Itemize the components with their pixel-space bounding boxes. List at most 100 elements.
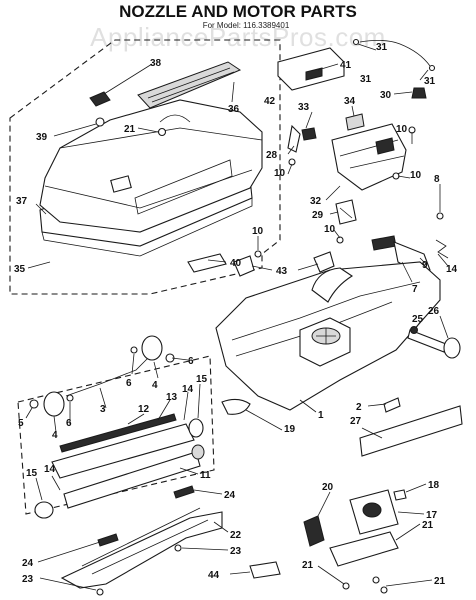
callout-23-left: 23 — [22, 574, 34, 585]
leader-31b — [419, 69, 429, 81]
leader-23a — [181, 547, 229, 551]
hood-cover-ridge — [59, 127, 263, 149]
decal-plate — [187, 253, 227, 273]
leader-2 — [367, 403, 387, 407]
leader-19 — [317, 491, 331, 517]
front-axle — [65, 355, 151, 397]
pedal-spring — [435, 239, 449, 259]
rear-axle — [407, 329, 447, 353]
callout-10-right: 10 — [396, 124, 408, 135]
callout-12: 12 — [138, 404, 150, 415]
switch-34 — [345, 113, 365, 131]
callout-6-right: 6 — [126, 378, 132, 389]
hood-assembly-outline — [9, 39, 281, 295]
leader-41 — [317, 63, 339, 71]
wire-terminal-2 — [428, 64, 436, 72]
leader-10-switch — [287, 163, 293, 175]
callout-10-mid: 10 — [252, 226, 264, 237]
hood-handle — [159, 114, 191, 123]
leader-16 — [245, 409, 283, 431]
callout-13: 13 — [166, 392, 178, 403]
leader-7 — [401, 261, 413, 283]
switch-housing — [331, 123, 407, 191]
axle-clip-25 — [410, 326, 418, 334]
motor-brushes — [362, 502, 382, 518]
leader-36 — [231, 81, 235, 103]
callout-33: 33 — [298, 102, 310, 113]
callout-19: 20 — [322, 482, 334, 493]
leader-26 — [439, 315, 449, 339]
leader-11 — [179, 467, 199, 475]
callout-41: 41 — [340, 60, 352, 71]
leader-27 — [361, 427, 383, 439]
leader-32 — [325, 185, 341, 201]
leader-23b — [39, 577, 97, 591]
switch-33 — [301, 127, 317, 141]
hood-bracket — [277, 47, 345, 91]
callout-4-left: 4 — [52, 430, 58, 441]
callout-34: 34 — [344, 96, 356, 107]
callout-22: 22 — [230, 530, 242, 541]
callout-23-right: 23 — [230, 546, 242, 557]
callout-10-left: 10 — [274, 168, 286, 179]
callout-30: 30 — [380, 90, 392, 101]
leader-21c — [385, 579, 433, 587]
callout-24-left: 24 — [22, 558, 34, 569]
hood-bracket-pad — [305, 67, 323, 81]
brush-bearing — [188, 418, 204, 438]
callout-44: 44 — [208, 570, 220, 581]
hood-cover — [39, 99, 263, 233]
screw-21-c — [380, 586, 388, 594]
callout-31-right: 31 — [424, 76, 436, 87]
callout-35: 35 — [14, 264, 26, 275]
leader-17 — [397, 511, 425, 515]
leader-37 — [35, 203, 47, 215]
leader-14b — [51, 475, 61, 491]
leader-5b — [171, 357, 189, 361]
leader-10c — [397, 175, 411, 179]
hood-cover-window — [134, 159, 233, 215]
callout-15-right: 15 — [196, 374, 208, 385]
leader-25 — [415, 321, 421, 329]
callout-16: 19 — [284, 424, 296, 435]
callout-11: 11 — [200, 470, 211, 481]
wire-terminal — [352, 38, 360, 46]
callout-8: 8 — [434, 174, 440, 185]
leader-21b — [317, 565, 345, 585]
callout-42: 42 — [264, 96, 276, 107]
callout-10-center: 10 — [324, 224, 336, 235]
leader-21a — [137, 127, 159, 133]
callout-6-left: 6 — [66, 418, 72, 429]
callout-24-right: 24 — [224, 490, 236, 501]
leader-6b — [131, 353, 135, 375]
callout-7: 7 — [412, 284, 418, 295]
callout-39: 39 — [36, 132, 48, 143]
screw-10-a — [254, 250, 262, 258]
callout-25: 25 — [412, 314, 424, 325]
callout-3: 3 — [100, 404, 106, 415]
wire-harness — [359, 40, 431, 67]
diagram-title: NOZZLE AND MOTOR PARTS — [119, 2, 357, 21]
wire-nut — [411, 87, 427, 99]
callout-5-right: 6 — [188, 356, 194, 367]
filter-44 — [249, 561, 281, 579]
motor-shaft-18 — [393, 489, 407, 501]
screw-21-b — [372, 576, 380, 584]
leader-38 — [103, 63, 153, 95]
callout-29: 29 — [312, 210, 324, 221]
bumper-strip — [359, 405, 463, 457]
bottom-plate-edge — [81, 507, 209, 575]
leader-18 — [405, 483, 427, 493]
screw-39 — [95, 117, 105, 127]
motor-fan-19 — [303, 515, 325, 547]
callout-38: 38 — [150, 58, 162, 69]
light-lens-ribs — [147, 67, 235, 103]
callout-5-left: 5 — [18, 418, 24, 429]
brush-roll — [51, 423, 195, 479]
leader-35 — [27, 261, 51, 269]
leader-15a — [197, 383, 201, 419]
callout-31-top: 31 — [376, 42, 388, 53]
watermark-text: AppliancePartsPros.com — [90, 22, 386, 52]
brush-dowel — [63, 451, 201, 509]
leader-30 — [393, 91, 413, 95]
